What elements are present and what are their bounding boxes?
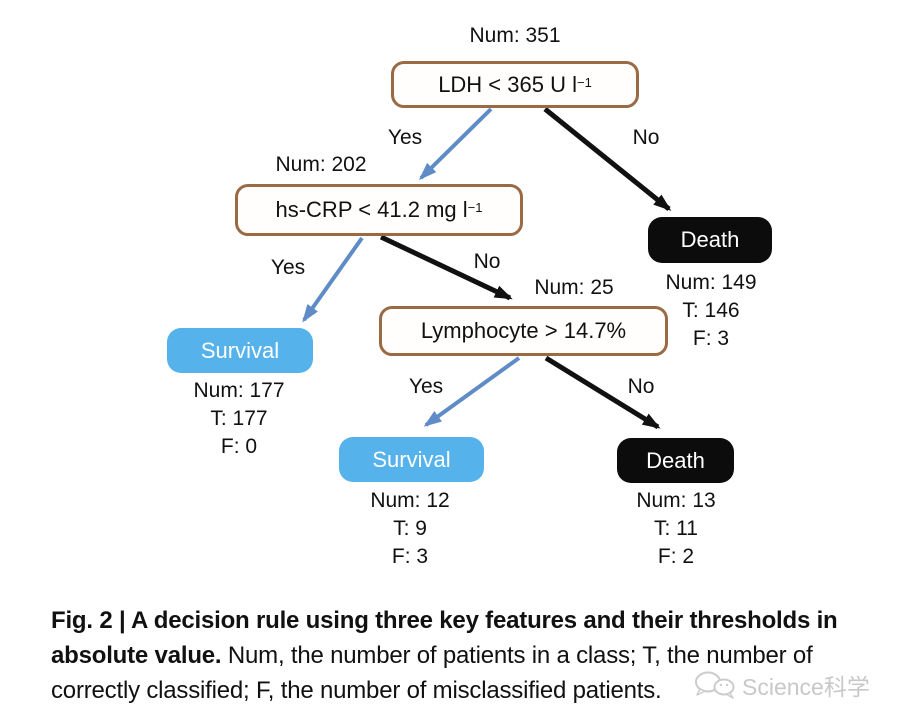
leaf-survival-lymphocyte-yes: Survival [339, 437, 484, 482]
stat-false: F: 3 [391, 545, 429, 568]
node-hscrp-threshold: hs-CRP < 41.2 mg l−1 [235, 184, 523, 236]
stat-num: Num: 12 [370, 489, 450, 512]
edge-ldh-no-to-death [543, 107, 672, 211]
node-hscrp-label: hs-CRP < 41.2 mg l [275, 197, 468, 222]
edge-ldh-yes-to-hscrp [418, 107, 493, 181]
stat-true: T: 146 [682, 299, 740, 322]
edge-label-no-1: No [632, 126, 660, 149]
stat-false: F: 2 [657, 545, 695, 568]
edge-label-no-3: No [627, 375, 655, 398]
edge-label-yes-1: Yes [387, 126, 423, 149]
stat-false: F: 3 [692, 327, 730, 350]
stat-false: F: 0 [220, 435, 258, 458]
leaf-death-lymphocyte-no: Death [617, 438, 734, 483]
leaf-death-label: Death [680, 227, 740, 252]
stat-num: Num: 13 [636, 489, 716, 512]
edge-hscrp-yes-to-survival [302, 236, 364, 323]
count-root: Num: 351 [469, 24, 561, 47]
count-lymphocyte: Num: 25 [534, 276, 614, 299]
node-ldh-threshold: LDH < 365 U l−1 [391, 61, 639, 108]
leaf-death-ldh-no: Death [648, 217, 772, 263]
node-lymphocyte-threshold: Lymphocyte > 14.7% [379, 306, 668, 356]
stat-true: T: 11 [654, 517, 698, 540]
stats-death-ldh-no: Num: 149 T: 146 F: 3 [665, 269, 756, 353]
count-hscrp: Num: 202 [275, 153, 367, 176]
caption-title-line2: absolute value. [51, 642, 222, 669]
edge-label-yes-3: Yes [408, 375, 444, 398]
edge-lymphocyte-yes-to-survival [423, 356, 521, 427]
caption-body-line2: Num, the number of patients in a class; … [221, 642, 813, 669]
edge-label-no-2: No [473, 250, 501, 273]
stat-num: Num: 177 [193, 379, 285, 402]
edge-hscrp-no-to-lymphocyte [379, 234, 513, 301]
leaf-survival-label: Survival [200, 337, 280, 363]
leaf-death-label: Death [646, 447, 705, 473]
edge-lymphocyte-no-to-death [544, 355, 661, 430]
leaf-survival-hscrp-yes: Survival [167, 328, 313, 373]
edge-label-yes-2: Yes [270, 256, 306, 279]
stats-survival-lymphocyte-yes: Num: 12 T: 9 F: 3 [370, 487, 449, 571]
stats-death-lymphocyte-no: Num: 13 T: 11 F: 2 [636, 487, 715, 571]
watermark-text: Science科学 [742, 674, 870, 700]
caption-body-line3: correctly classified; F, the number of m… [51, 677, 662, 704]
figure-caption: Fig. 2 | A decision rule using three key… [51, 603, 881, 708]
wechat-bubbles-icon [695, 671, 735, 699]
stats-survival-hscrp-yes: Num: 177 T: 177 F: 0 [193, 377, 284, 461]
watermark: Science科学 [694, 668, 870, 702]
leaf-survival-label: Survival [372, 446, 451, 472]
stat-true: T: 9 [393, 517, 427, 540]
node-ldh-label: LDH < 365 U l [438, 71, 577, 97]
stat-true: T: 177 [210, 407, 268, 430]
node-lymphocyte-label: Lymphocyte > 14.7% [420, 318, 627, 343]
caption-title-line1: Fig. 2 | A decision rule using three key… [51, 607, 838, 634]
stat-num: Num: 149 [665, 271, 757, 294]
